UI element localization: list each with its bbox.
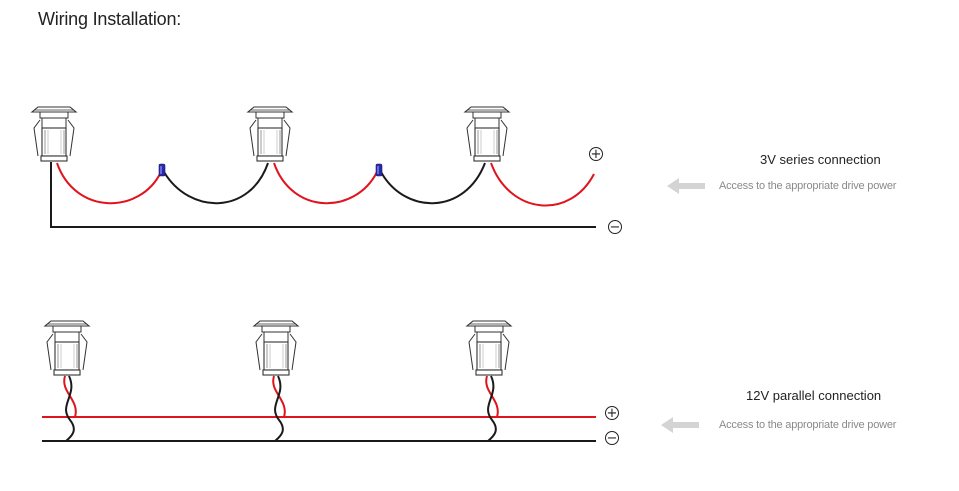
led-fixture-6 <box>466 320 512 376</box>
parallel-connection-title: 12V parallel connection <box>746 388 882 403</box>
parallel-arrow-icon <box>661 417 699 433</box>
parallel-connection-note: Access to the appropriate drive power <box>719 419 897 431</box>
series-black-wire-1 <box>163 162 269 205</box>
page-title: Wiring Installation: <box>38 9 182 29</box>
wire-connector-1 <box>158 163 166 177</box>
drop-black-wire-2 <box>274 375 284 442</box>
series-red-wire-3 <box>490 162 595 207</box>
parallel-plus-terminal-icon: + <box>605 406 619 421</box>
series-minus-terminal-icon: − <box>608 220 622 235</box>
led-fixture-4 <box>44 320 90 376</box>
led-fixture-5 <box>253 320 299 376</box>
series-negative-wire <box>50 162 596 228</box>
led-fixture-2 <box>247 106 293 162</box>
led-fixture-1 <box>31 106 77 162</box>
parallel-minus-terminal-icon: − <box>605 431 619 446</box>
series-red-wire-2 <box>273 162 378 205</box>
series-red-wire-1 <box>56 162 162 205</box>
series-plus-terminal-icon: + <box>589 147 603 162</box>
wire-connector-2 <box>375 163 383 177</box>
drop-black-wire-3 <box>487 375 497 442</box>
series-connection-title: 3V series connection <box>760 152 881 167</box>
series-arrow-icon <box>667 178 705 194</box>
series-black-wire-2 <box>380 162 486 205</box>
drop-black-wire-1 <box>65 375 75 442</box>
led-fixture-3 <box>464 106 510 162</box>
series-connection-note: Access to the appropriate drive power <box>719 180 897 192</box>
